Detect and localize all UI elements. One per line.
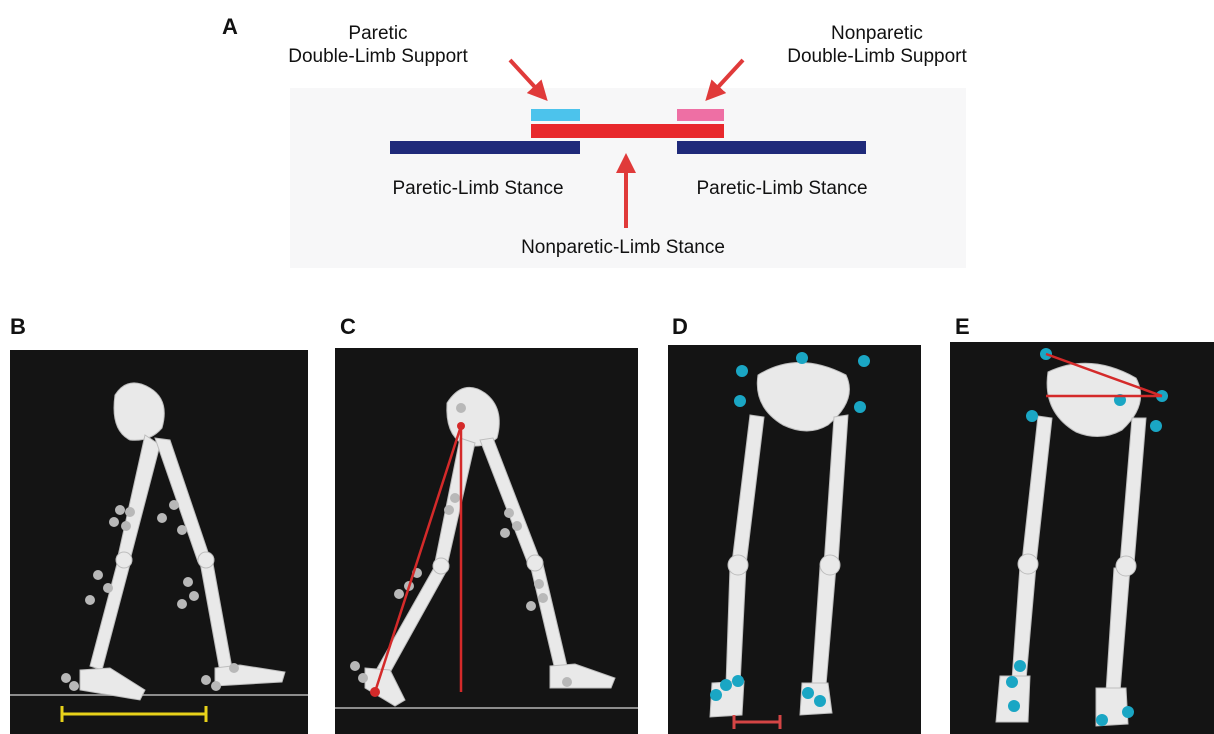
paretic-dls-arrow (510, 60, 545, 98)
left-knee (728, 555, 748, 575)
right-knee (527, 555, 543, 571)
left-knee (1018, 554, 1038, 574)
skeleton-bones (365, 387, 615, 706)
panel-d-skeleton-drawing (668, 345, 921, 734)
pelvis (447, 387, 499, 446)
panel-b-letter: B (10, 314, 26, 340)
panel-c-skeleton-view (335, 348, 638, 734)
panel-e-skeleton-view (950, 342, 1214, 734)
panel-c-skeleton-drawing (335, 348, 638, 734)
foot-marker (370, 687, 380, 697)
left-foot (365, 668, 405, 706)
right-femur (824, 415, 848, 565)
step-width-bar (734, 715, 780, 729)
right-femur (480, 438, 540, 564)
left-knee (116, 552, 132, 568)
panel-b-skeleton-drawing (10, 350, 308, 734)
right-foot (215, 665, 285, 686)
panel-d-letter: D (672, 314, 688, 340)
right-tibia (812, 567, 836, 685)
skeleton-bones (80, 383, 285, 700)
step-length-bar (62, 706, 206, 722)
panel-a-arrows (0, 0, 1214, 270)
panel-d-skeleton-view (668, 345, 921, 734)
nonparetic-stance-label: Nonparetic-Limb Stance (478, 236, 768, 259)
panel-e-letter: E (955, 314, 970, 340)
right-femur (1120, 418, 1146, 564)
right-knee (198, 552, 214, 568)
left-tibia (726, 567, 746, 685)
panel-b-skeleton-view (10, 350, 308, 734)
left-femur (1022, 416, 1052, 564)
hip-marker (457, 422, 465, 430)
paretic-stance-label-right: Paretic-Limb Stance (672, 177, 892, 200)
left-femur (118, 435, 160, 560)
panel-c-letter: C (340, 314, 356, 340)
right-knee (820, 555, 840, 575)
right-foot (550, 664, 615, 688)
panel-e-skeleton-drawing (950, 342, 1214, 734)
skeleton-bones (710, 363, 849, 718)
right-tibia (530, 560, 567, 670)
right-knee (1116, 556, 1136, 576)
nonparetic-dls-arrow (708, 60, 743, 98)
right-tibia (1106, 568, 1130, 692)
right-tibia (200, 558, 232, 672)
left-femur (732, 415, 764, 565)
paretic-stance-label-left: Paretic-Limb Stance (368, 177, 588, 200)
right-femur (155, 438, 210, 562)
pelvis (1047, 363, 1141, 436)
left-knee (433, 558, 449, 574)
pelvis (114, 383, 164, 440)
